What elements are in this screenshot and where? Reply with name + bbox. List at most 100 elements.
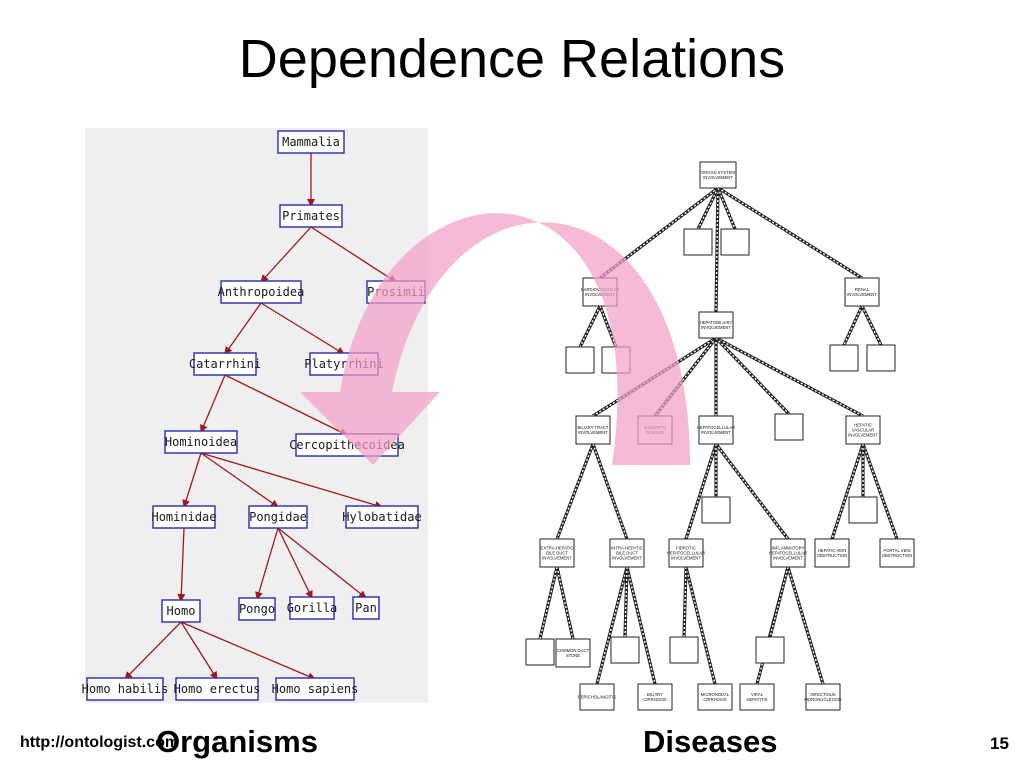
disease-edge-hepatobiliary-involvement-to-hepatic-vascular-involvement [715, 336, 864, 418]
disease-edge-to-blank-10 [538, 566, 559, 640]
disease-blank-node-2 [720, 228, 750, 256]
taxon-label: Homo erectus [174, 682, 261, 696]
taxonomy-edge-homo-to-homo-habilis [124, 621, 182, 680]
taxon-hominidae: Hominidae [151, 505, 217, 529]
disease-label: PERICHOLANGITIS [578, 695, 616, 700]
taxonomy-edge-pongidae-to-gorilla [277, 527, 313, 599]
disease-edge-to-blank-5 [842, 305, 864, 346]
taxon-gorilla: Gorilla [287, 596, 338, 620]
taxon-homo-erectus: Homo erectus [174, 677, 261, 701]
disease-edge-biliary-tract-involvement-to-extra-hepatic-bile-duct-involvement [555, 443, 595, 540]
taxonomy-edge-anthropoidea-to-catarrhini [224, 302, 262, 355]
taxon-hominoidea: Hominoidea [164, 430, 238, 454]
taxonomy-edges [124, 153, 397, 680]
taxon-label: Hominidae [151, 510, 216, 524]
disease-blank-node-1 [683, 228, 713, 256]
disease-edge-to-blank-11 [623, 566, 629, 638]
disease-blank-node-5 [829, 344, 859, 372]
disease-edge-fibrotic-hepatocellular-involvement-to-micronodal-cirrhosis [684, 566, 717, 685]
disease-edge-organ-system-involvement-to-hepatobiliary-involvement [714, 187, 720, 313]
disease-edge-to-blank-7 [714, 336, 791, 416]
taxon-hylobatidae: Hylobatidae [342, 505, 422, 529]
disease-edge-intra-hepatic-bile-duct-involvement-to-pericholangitis [595, 566, 629, 685]
disease-blank-node-6 [866, 344, 896, 372]
disease-edge-to-blank-6 [860, 305, 883, 346]
taxon-label: Hylobatidae [342, 510, 421, 524]
disease-blank-node-8 [701, 496, 731, 524]
taxon-label: Primates [282, 209, 340, 223]
disease-blank-node-12 [669, 636, 699, 664]
taxonomy-edge-pongidae-to-pongo [255, 527, 279, 600]
taxon-primates: Primates [279, 204, 343, 228]
taxon-label: Catarrhini [189, 357, 261, 371]
taxon-label: Gorilla [287, 601, 338, 615]
taxon-label: Homo sapiens [272, 682, 359, 696]
taxon-label: Mammalia [282, 135, 340, 149]
taxonomy-edge-homo-to-homo-erectus [180, 621, 218, 680]
taxon-homo-habilis: Homo habilis [82, 677, 169, 701]
taxon-pongo: Pongo [238, 597, 276, 621]
taxonomy-edge-homo-to-homo-sapiens [180, 621, 316, 680]
disease-blank-node-3 [565, 346, 595, 374]
caption-organisms: Organisms [156, 724, 318, 759]
disease-edge-to-blank-1 [696, 187, 720, 230]
disease-edge-intra-hepatic-bile-duct-involvement-to-biliary-cirrhosis [625, 566, 657, 685]
disease-edge-to-blank-13 [768, 566, 790, 638]
disease-edge-organ-system-involvement-to-renal-involvement [717, 186, 863, 280]
disease-blank-node-7 [774, 413, 804, 441]
disease-blank-node-9 [848, 496, 878, 524]
taxonomy-edge-pongidae-to-pan [277, 527, 367, 599]
taxon-homo: Homo [161, 599, 201, 623]
taxonomy-edge-primates-to-prosimii [310, 226, 397, 283]
taxonomy-edge-hominoidea-to-pongidae [200, 452, 279, 508]
disease-edge-inflammatory-hepatocellular-involvement-to-infectious-mononucleosis [786, 566, 825, 685]
taxonomy-edge-hominoidea-to-hylobatidae [200, 452, 383, 509]
taxon-label: Pongidae [249, 510, 307, 524]
taxonomy-edge-catarrhini-to-hominoidea [200, 374, 226, 433]
disease-blank-node-11 [610, 636, 640, 664]
taxon-homo-sapiens: Homo sapiens [272, 677, 359, 701]
disease-blank-node-10 [525, 638, 555, 666]
disease-edge-hepatocellular-involvement-to-inflammatory-hepatocellular-involvement [714, 443, 790, 540]
disease-edge-to-blank-2 [716, 187, 737, 230]
taxon-pan: Pan [352, 596, 380, 620]
taxon-label: Homo habilis [82, 682, 169, 696]
pink-curved-arrow [300, 213, 690, 465]
taxonomy-edge-hominoidea-to-hominidae [182, 452, 202, 508]
disease-blank-node-13 [755, 636, 785, 664]
taxon-label: Pongo [239, 602, 275, 616]
disease-edge-hepatic-vascular-involvement-to-hepatic-vein-obstruction [830, 443, 865, 540]
disease-edge-to-blank-3 [578, 305, 602, 348]
slide-title: Dependence Relations [238, 29, 786, 89]
disease-edge-extra-hepatic-bile-duct-involvement-to-common-duct-stone [555, 566, 575, 640]
disease-edge-biliary-tract-involvement-to-intra-hepatic-bile-duct-involvement [591, 443, 629, 540]
footer-url[interactable]: http://ontologist.com [20, 734, 180, 751]
